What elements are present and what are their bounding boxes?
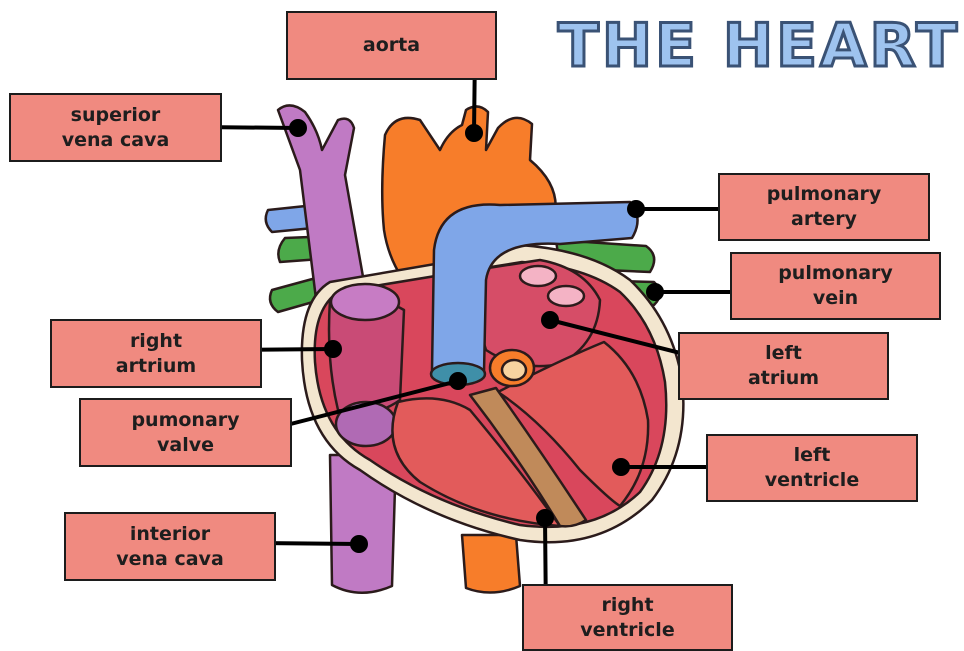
- page-title: THE HEART: [556, 8, 960, 84]
- right-atrium-opening: [331, 284, 399, 320]
- label-inferior-vena-cava: interior vena cava: [64, 512, 276, 581]
- superior-vena-cava-dot-2: [291, 121, 305, 135]
- label-pulmonary-vein: pulmonary vein: [730, 252, 941, 320]
- inferior-vena-cava-dot-2: [352, 537, 366, 551]
- aorta-dot-2: [467, 126, 481, 140]
- label-right-ventricle: right ventricle: [522, 584, 733, 651]
- label-pulmonary-valve: pumonary valve: [79, 398, 292, 467]
- descending-aorta-vessel: [462, 535, 520, 593]
- aortic-valve-inner: [502, 360, 526, 380]
- pulmonary-artery-dot-1: [629, 202, 643, 216]
- label-left-atrium: left atrium: [678, 332, 889, 400]
- label-aorta: aorta: [286, 11, 497, 80]
- pulmonary-vein-opening-lower: [548, 286, 584, 306]
- label-right-atrium: right artrium: [50, 319, 262, 388]
- label-superior-vena-cava: superior vena cava: [9, 93, 222, 162]
- right-atrium-dot-2: [326, 342, 340, 356]
- right-ventricle-dot-1: [538, 511, 552, 525]
- label-pulmonary-artery: pulmonary artery: [718, 173, 930, 241]
- pulmonary-vein-opening-upper: [520, 266, 556, 286]
- pulmonary-vein-dot-1: [648, 285, 662, 299]
- label-left-ventricle: left ventricle: [706, 434, 918, 502]
- left-atrium-dot-1: [543, 313, 557, 327]
- pulmonary-valve-dot-2: [451, 374, 465, 388]
- left-ventricle-dot-1: [614, 460, 628, 474]
